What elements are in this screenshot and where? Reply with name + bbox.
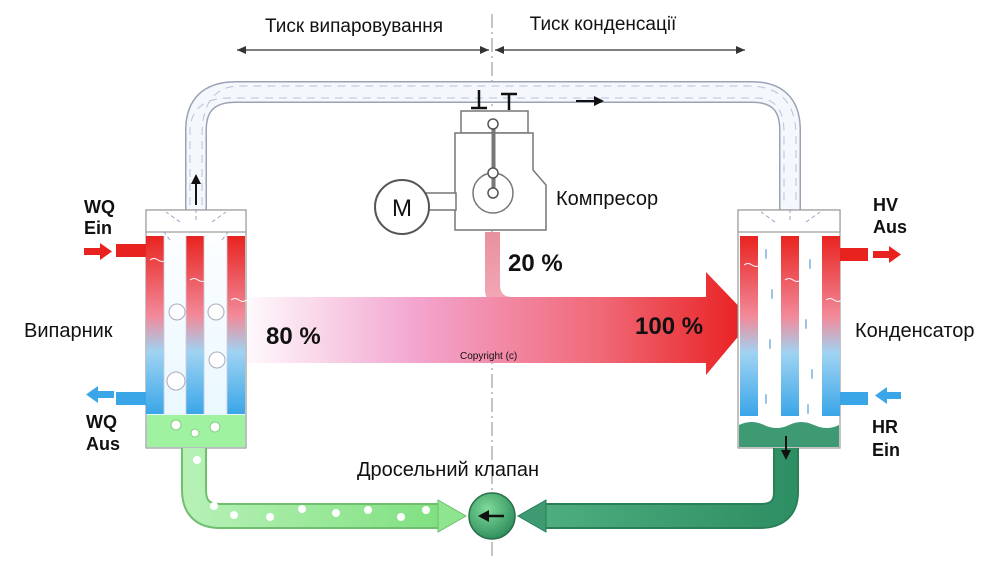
wq-in-label-2: Ein: [84, 218, 112, 238]
wq-out-label-1: WQ: [86, 412, 117, 432]
energy-flow-arrow: [236, 272, 752, 375]
wq-out-arrow: [86, 386, 114, 403]
condenser: [737, 208, 868, 449]
pipe-valves: [471, 90, 517, 110]
flow-direction-arrow-right: [576, 96, 604, 106]
compressor: [425, 110, 547, 231]
expansion-valve: [468, 492, 516, 540]
hr-in-label-1: HR: [872, 417, 898, 437]
hv-out-arrow: [873, 246, 901, 263]
evaporation-pressure-label: Тиск випаровування: [265, 16, 443, 37]
hv-out-label-1: HV: [873, 195, 898, 215]
valve-label: Дросельний клапан: [357, 459, 539, 481]
flow-direction-arrow-up: [191, 174, 201, 205]
wq-in-label-1: WQ: [84, 197, 115, 217]
compressor-label: Компресор: [556, 188, 658, 210]
compressor-energy-arrow: [485, 232, 520, 303]
liquid-line-right: [516, 436, 799, 533]
condensation-pressure-label: Тиск конденсації: [530, 14, 677, 35]
hr-in-label-2: Ein: [872, 440, 900, 460]
hr-in-arrow: [875, 387, 901, 404]
wq-in-arrow: [84, 243, 112, 260]
motor: M: [374, 179, 430, 235]
compressor-percent: 20 %: [508, 250, 563, 277]
ambient-percent: 80 %: [266, 323, 321, 350]
vapour-pipe: [185, 81, 801, 210]
motor-label: M: [392, 195, 412, 222]
hv-out-label-2: Aus: [873, 217, 907, 237]
liquid-line-left: [181, 448, 468, 533]
wq-out-label-2: Aus: [86, 434, 120, 454]
copyright-text: Copyright (c): [460, 351, 517, 362]
evaporator-label: Випарник: [24, 320, 113, 342]
evaporator: [116, 208, 248, 449]
condenser-label: Конденсатор: [855, 320, 975, 342]
total-percent: 100 %: [635, 313, 703, 340]
